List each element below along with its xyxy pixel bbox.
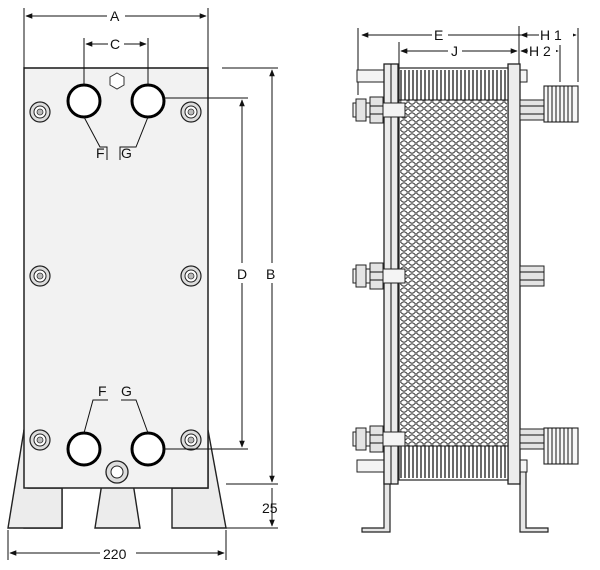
label-bottom-g: G — [121, 383, 132, 399]
dim-h1: H 1 — [540, 27, 562, 43]
dim-b: B — [266, 266, 275, 282]
nozzle-bottom — [543, 427, 579, 465]
side-foot-right — [519, 469, 549, 533]
dim-a: A — [110, 8, 120, 24]
dim-foot: 25 — [262, 500, 278, 516]
side-nut-right-top — [519, 99, 545, 121]
side-bolt-bottom — [352, 425, 406, 453]
dim-e: E — [434, 27, 443, 43]
port-top-g — [130, 83, 166, 119]
hex-nut-icon — [109, 72, 125, 90]
bolt-bottom-left — [29, 429, 51, 451]
port-top-f — [66, 83, 102, 119]
bolt-top-left — [29, 101, 51, 123]
bolt-top-right — [180, 101, 202, 123]
nozzle-top — [543, 85, 579, 123]
label-bottom-f: F — [98, 383, 107, 399]
plate-fins-top — [400, 70, 507, 100]
dim-j: J — [451, 43, 458, 59]
side-nut-right-bottom — [519, 428, 545, 450]
frame-plate — [23, 67, 209, 489]
side-bolt-mid — [352, 262, 406, 290]
side-bolt-top — [352, 96, 406, 124]
bolt-mid-right — [180, 265, 202, 287]
port-bottom-f — [66, 431, 102, 467]
dim-width: 220 — [103, 546, 127, 562]
side-view: E J H 1 H 2 — [352, 25, 579, 533]
side-nut-right-mid — [519, 265, 545, 287]
plate-fins-bottom — [400, 446, 507, 478]
pressure-plate — [507, 63, 521, 485]
front-view: F G F G A C D B 25 — [7, 6, 281, 562]
dim-h2: H 2 — [529, 43, 551, 59]
label-top-g: G — [121, 145, 132, 161]
dim-c: C — [110, 36, 120, 52]
dim-d: D — [237, 266, 247, 282]
bolt-bottom-right — [180, 429, 202, 451]
label-top-f: F — [96, 145, 105, 161]
bolt-mid-left — [29, 265, 51, 287]
port-bottom-g — [130, 431, 166, 467]
